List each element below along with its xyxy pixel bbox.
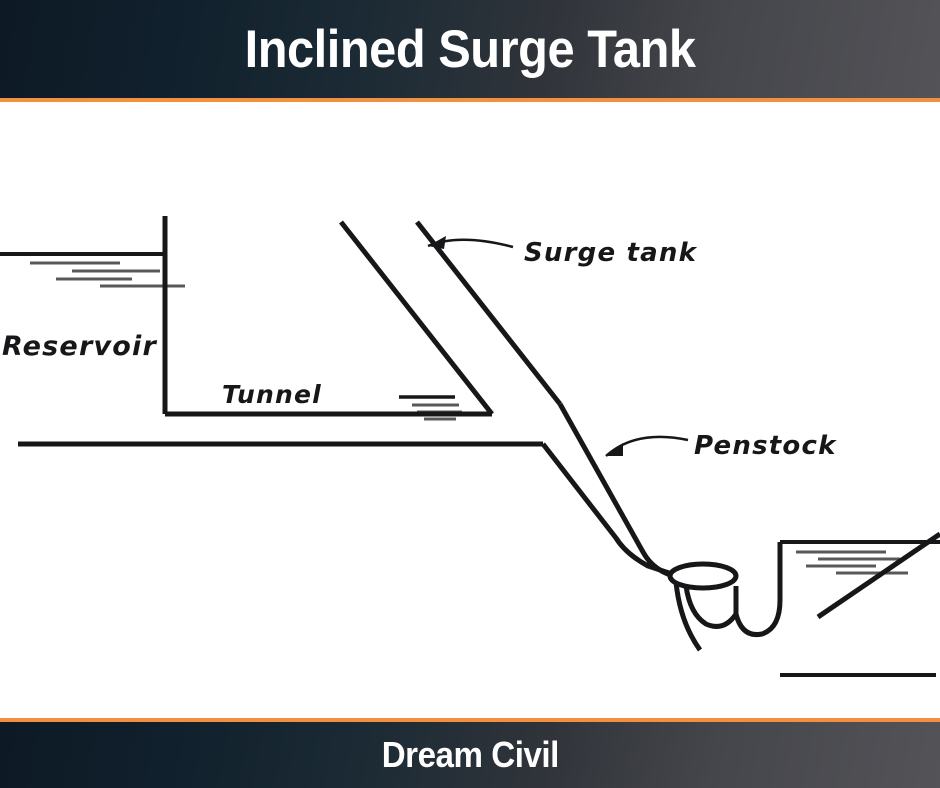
tailrace-hatching xyxy=(796,550,908,575)
diagram-canvas: Reservoir Tunnel Surge tank Penstock xyxy=(0,102,940,718)
draft-tube-left-wall xyxy=(673,581,703,652)
draft-tube-inner xyxy=(683,585,739,629)
draft-tube-outer xyxy=(733,542,783,638)
surge-tank-water-surface xyxy=(399,395,462,421)
footer-banner: Dream Civil xyxy=(0,718,940,788)
label-penstock: Penstock xyxy=(694,431,837,461)
tailrace-bank xyxy=(816,531,940,620)
reservoir-water-surface xyxy=(0,252,185,288)
site-name: Dream Civil xyxy=(381,734,559,775)
penstock-upper-wall xyxy=(541,442,679,579)
surge-tank-diagram: Reservoir Tunnel Surge tank Penstock xyxy=(0,216,940,677)
penstock-leader-line xyxy=(605,435,689,457)
label-surge-tank: Surge tank xyxy=(524,238,698,268)
turbine-runner xyxy=(667,561,739,591)
surge-tank-left-wall xyxy=(339,220,494,416)
header-banner: Inclined Surge Tank xyxy=(0,0,940,102)
surge-tank-arrowhead xyxy=(428,236,446,249)
label-tunnel: Tunnel xyxy=(222,380,322,409)
label-reservoir: Reservoir xyxy=(2,331,157,362)
page-title: Inclined Surge Tank xyxy=(244,19,696,79)
penstock-arrowhead xyxy=(606,443,623,456)
surge-tank-right-wall xyxy=(415,220,562,406)
